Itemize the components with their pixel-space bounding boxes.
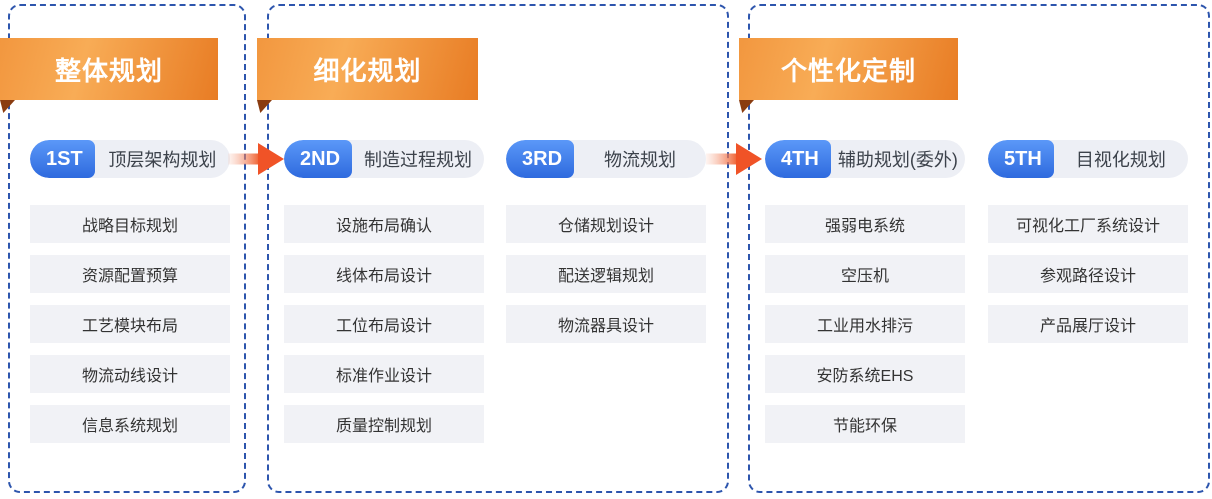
stage-label: 物流规划 (604, 150, 676, 170)
list-item: 线体布局设计 (284, 255, 484, 293)
stage-column-3rd: 3RD 物流规划 仓储规划设计 配送逻辑规划 物流器具设计 (506, 140, 706, 343)
list-item: 物流动线设计 (30, 355, 230, 393)
stage-pill: 2ND 制造过程规划 (284, 140, 484, 178)
list-item: 可视化工厂系统设计 (988, 205, 1188, 243)
stage-pill: 1ST 顶层架构规划 (30, 140, 230, 178)
list-item: 配送逻辑规划 (506, 255, 706, 293)
stage-badge: 3RD (506, 140, 575, 178)
stage-column-5th: 5TH 目视化规划 可视化工厂系统设计 参观路径设计 产品展厅设计 (988, 140, 1188, 343)
stage-badge: 1ST (30, 140, 95, 178)
stage-column-2nd: 2ND 制造过程规划 设施布局确认 线体布局设计 工位布局设计 标准作业设计 质… (284, 140, 484, 443)
section-box-overall-planning (8, 4, 246, 493)
list-item: 质量控制规划 (284, 405, 484, 443)
list-item: 设施布局确认 (284, 205, 484, 243)
stage-item-list: 强弱电系统 空压机 工业用水排污 安防系统EHS 节能环保 (765, 205, 965, 443)
section-ribbon-1: 整体规划 (0, 38, 218, 100)
stage-badge: 4TH (765, 140, 831, 178)
stage-item-list: 可视化工厂系统设计 参观路径设计 产品展厅设计 (988, 205, 1188, 343)
flow-arrow-icon (706, 143, 762, 175)
list-item: 信息系统规划 (30, 405, 230, 443)
list-item: 工艺模块布局 (30, 305, 230, 343)
stage-label: 顶层架构规划 (108, 150, 217, 170)
list-item: 战略目标规划 (30, 205, 230, 243)
list-item: 产品展厅设计 (988, 305, 1188, 343)
stage-label: 辅助规划(委外) (837, 150, 958, 170)
stage-label: 目视化规划 (1075, 150, 1166, 170)
list-item: 参观路径设计 (988, 255, 1188, 293)
stage-badge: 5TH (988, 140, 1054, 178)
stage-column-1st: 1ST 顶层架构规划 战略目标规划 资源配置预算 工艺模块布局 物流动线设计 信… (30, 140, 230, 443)
stage-label: 制造过程规划 (364, 150, 472, 170)
list-item: 节能环保 (765, 405, 965, 443)
list-item: 物流器具设计 (506, 305, 706, 343)
stage-column-4th: 4TH 辅助规划(委外) 强弱电系统 空压机 工业用水排污 安防系统EHS 节能… (765, 140, 965, 443)
section-ribbon-3: 个性化定制 (739, 38, 958, 100)
list-item: 工业用水排污 (765, 305, 965, 343)
stage-item-list: 仓储规划设计 配送逻辑规划 物流器具设计 (506, 205, 706, 343)
section-box-detailed-planning (267, 4, 729, 493)
stage-item-list: 设施布局确认 线体布局设计 工位布局设计 标准作业设计 质量控制规划 (284, 205, 484, 443)
list-item: 强弱电系统 (765, 205, 965, 243)
section-box-custom-planning (748, 4, 1210, 493)
list-item: 资源配置预算 (30, 255, 230, 293)
list-item: 仓储规划设计 (506, 205, 706, 243)
section-title: 细化规划 (313, 55, 422, 86)
section-title: 个性化定制 (780, 55, 916, 86)
stage-pill: 3RD 物流规划 (506, 140, 706, 178)
stage-item-list: 战略目标规划 资源配置预算 工艺模块布局 物流动线设计 信息系统规划 (30, 205, 230, 443)
list-item: 工位布局设计 (284, 305, 484, 343)
flow-arrow-icon (228, 143, 284, 175)
stage-pill: 4TH 辅助规划(委外) (765, 140, 965, 178)
section-title: 整体规划 (54, 55, 163, 86)
list-item: 空压机 (765, 255, 965, 293)
list-item: 标准作业设计 (284, 355, 484, 393)
stage-badge: 2ND (284, 140, 353, 178)
stage-pill: 5TH 目视化规划 (988, 140, 1188, 178)
section-ribbon-2: 细化规划 (257, 38, 478, 100)
list-item: 安防系统EHS (765, 355, 965, 393)
